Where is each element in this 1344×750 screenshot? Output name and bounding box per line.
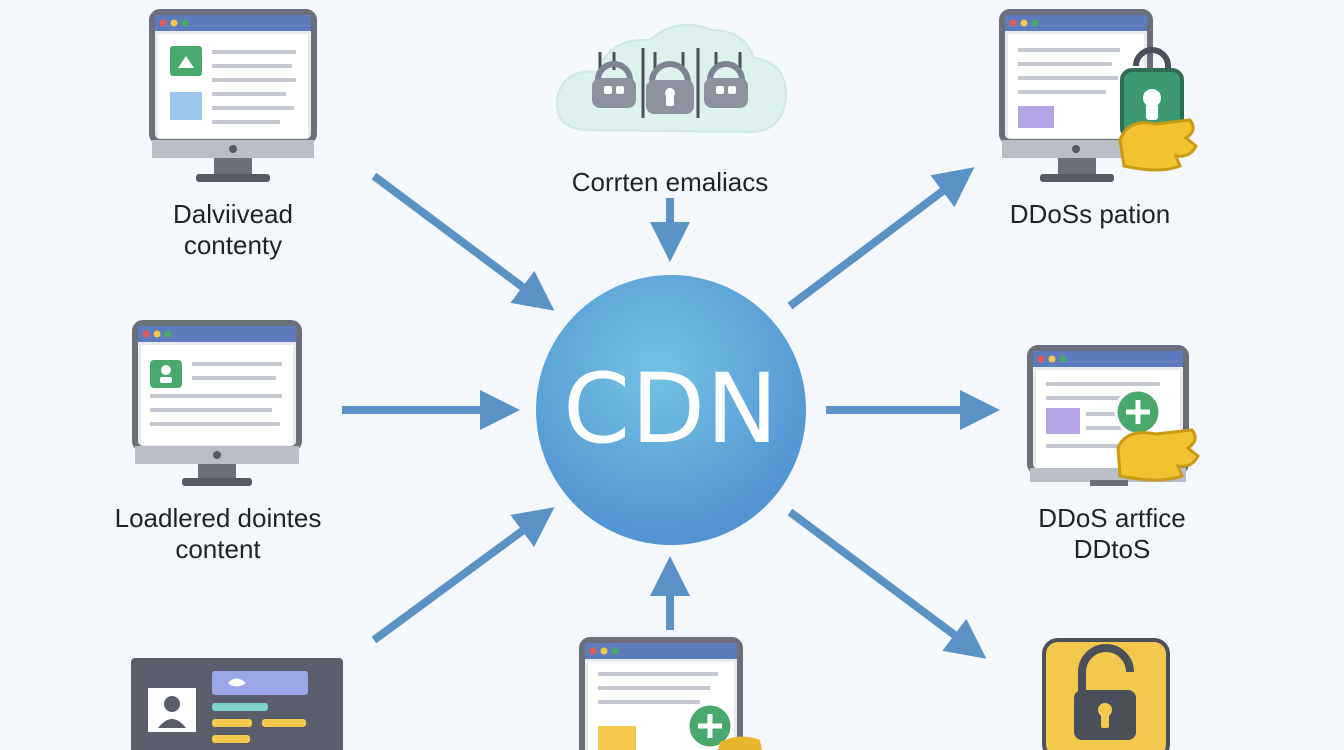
label-left-top: Dalviivead contenty — [90, 199, 376, 261]
label-right-top-line: DDoSs pation — [1009, 199, 1171, 229]
label-top-line: Corrten emaliacs — [571, 167, 769, 197]
profile-card-icon — [131, 658, 343, 750]
arrow-left-top-to-cdn — [371, 172, 555, 311]
label-left-mid-line1: Loadlered dointes — [114, 503, 322, 533]
arrow-cdn-to-right-bottom — [787, 508, 987, 659]
arrow-cdn-to-right-top — [787, 167, 975, 310]
label-top: Corrten emaliacs — [520, 167, 820, 198]
label-right-mid-line2: DDtoS — [1073, 534, 1151, 564]
monitor-lock-hand-icon — [999, 9, 1198, 182]
label-left-top-line1: Dalviivead — [173, 199, 293, 229]
cdn-circle — [536, 275, 806, 545]
arrow-left-bottom-to-cdn — [371, 507, 555, 644]
padlock-icon — [1042, 638, 1170, 750]
cdn-label: CDN — [563, 353, 779, 465]
monitor-add-icon — [579, 637, 762, 750]
label-right-mid-line1: DDoS artfice — [1038, 503, 1186, 533]
label-left-mid-line2: content — [175, 534, 261, 564]
cloud-padlocks-icon — [556, 23, 788, 134]
monitor-webpage-icon-mid-left — [132, 320, 302, 486]
label-right-mid: DDoS artfice DDtoS — [990, 503, 1234, 565]
monitor-add-hand-icon — [1027, 345, 1200, 486]
label-right-top: DDoSs pation — [970, 199, 1210, 230]
arrows — [342, 167, 1000, 659]
label-left-top-line2: contenty — [183, 230, 283, 260]
monitor-webpage-icon-top-left — [149, 9, 317, 182]
label-left-mid: Loadlered dointes content — [80, 503, 356, 565]
